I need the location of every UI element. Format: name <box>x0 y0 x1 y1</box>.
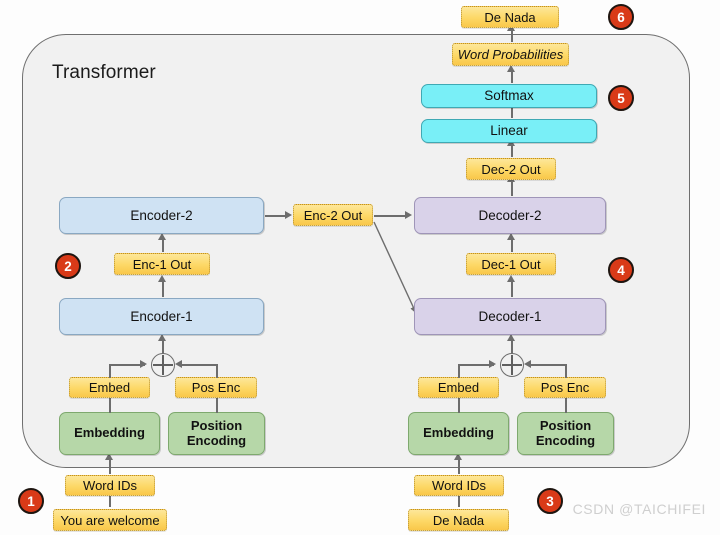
decoder-position-encoding-block: Position Encoding <box>517 412 614 455</box>
step-badge-6: 6 <box>608 4 634 30</box>
conn-word-probabilities-to-output <box>511 29 513 42</box>
conn-enc-input-to-wordids <box>109 492 111 507</box>
encoder-embedding-block: Embedding <box>59 412 160 455</box>
conn-decoder2-to-dec2out <box>511 180 513 196</box>
arrow-enc1out-to-encoder2 <box>158 233 166 240</box>
softmax-block: Softmax <box>421 84 597 108</box>
arrow-dec-sum-to-decoder1 <box>507 334 515 341</box>
conn-enc-embed-up <box>109 364 111 378</box>
conn-enc-embed-across <box>109 364 145 366</box>
conn-dec-posenc-to-posencnote <box>565 396 567 413</box>
word-probabilities-note: Word Probabilities <box>452 43 569 66</box>
conn-decoder1-to-dec1out <box>511 280 513 297</box>
conn-enc-sum-to-encoder1 <box>162 339 164 354</box>
conn-enc2out-to-decoder2 <box>374 215 408 217</box>
conn-enc1out-to-encoder2 <box>162 238 164 252</box>
encoder-2-block: Encoder-2 <box>59 197 264 234</box>
conn-dec-posenc-up <box>565 364 567 378</box>
arrow-encoder1-to-enc1out <box>158 275 166 282</box>
arrow-enc-embed-into-sum <box>140 360 147 368</box>
encoder-input-text: You are welcome <box>53 509 167 531</box>
dec-1-out-note: Dec-1 Out <box>466 253 556 275</box>
decoder-word-ids: Word IDs <box>414 475 504 496</box>
step-badge-3: 3 <box>537 488 563 514</box>
conn-dec-wordids-to-embedding <box>458 458 460 474</box>
encoder-1-block: Encoder-1 <box>59 298 264 335</box>
conn-dec-embed-up <box>458 364 460 378</box>
decoder-embed-note: Embed <box>418 377 499 398</box>
transformer-title: Transformer <box>52 62 156 83</box>
encoder-embed-note: Embed <box>69 377 150 398</box>
output-text-note: De Nada <box>461 6 559 28</box>
decoder-input-text: De Nada <box>408 509 509 531</box>
conn-dec1out-to-decoder2 <box>511 238 513 252</box>
conn-encoder1-to-enc1out <box>162 280 164 297</box>
conn-enc-wordids-to-embedding <box>109 458 111 474</box>
conn-dec-embedding-to-embed <box>458 396 460 413</box>
step-badge-1: 1 <box>18 488 44 514</box>
conn-softmax-to-word-probabilities <box>511 70 513 83</box>
conn-dec-sum-to-decoder1 <box>511 339 513 354</box>
encoder-sum-junction-icon <box>151 353 175 377</box>
step-badge-4: 4 <box>608 257 634 283</box>
enc-1-out-note: Enc-1 Out <box>114 253 210 275</box>
decoder-embedding-block: Embedding <box>408 412 509 455</box>
decoder-pos-enc-note: Pos Enc <box>524 377 606 398</box>
conn-encoder2-to-enc2out <box>265 215 288 217</box>
conn-enc-embedding-to-embed <box>109 396 111 413</box>
linear-block: Linear <box>421 119 597 143</box>
arrow-enc2out-to-decoder2 <box>405 211 412 219</box>
conn-linear-to-softmax <box>511 106 513 118</box>
decoder-2-block: Decoder-2 <box>414 197 606 234</box>
conn-dec-embed-across <box>458 364 494 366</box>
decoder-1-block: Decoder-1 <box>414 298 606 335</box>
step-badge-5: 5 <box>608 85 634 111</box>
arrow-enc-sum-to-encoder1 <box>158 334 166 341</box>
arrow-dec-posenc-into-sum <box>524 360 531 368</box>
encoder-position-encoding-block: Position Encoding <box>168 412 265 455</box>
arrow-decoder1-to-dec1out <box>507 275 515 282</box>
encoder-word-ids: Word IDs <box>65 475 155 496</box>
arrow-dec-wordids-to-embedding <box>454 453 462 460</box>
conn-enc-posenc-across <box>181 364 217 366</box>
arrow-enc-wordids-to-embedding <box>105 453 113 460</box>
enc-2-out-note: Enc-2 Out <box>293 204 373 226</box>
arrow-dec-embed-into-sum <box>489 360 496 368</box>
dec-2-out-note: Dec-2 Out <box>466 158 556 180</box>
step-badge-2: 2 <box>55 253 81 279</box>
encoder-pos-enc-note: Pos Enc <box>175 377 257 398</box>
watermark: CSDN @TAICHIFEI <box>572 501 706 517</box>
conn-dec2out-to-linear <box>511 144 513 157</box>
arrow-dec1out-to-decoder2 <box>507 233 515 240</box>
decoder-sum-junction-icon <box>500 353 524 377</box>
conn-enc-posenc-to-posencnote <box>216 396 218 413</box>
arrow-softmax-to-word-probabilities <box>507 65 515 72</box>
conn-dec-posenc-across <box>530 364 566 366</box>
conn-dec-input-to-wordids <box>458 492 460 507</box>
conn-enc-posenc-up <box>216 364 218 378</box>
arrow-enc-posenc-into-sum <box>175 360 182 368</box>
arrow-encoder2-to-enc2out <box>285 211 292 219</box>
